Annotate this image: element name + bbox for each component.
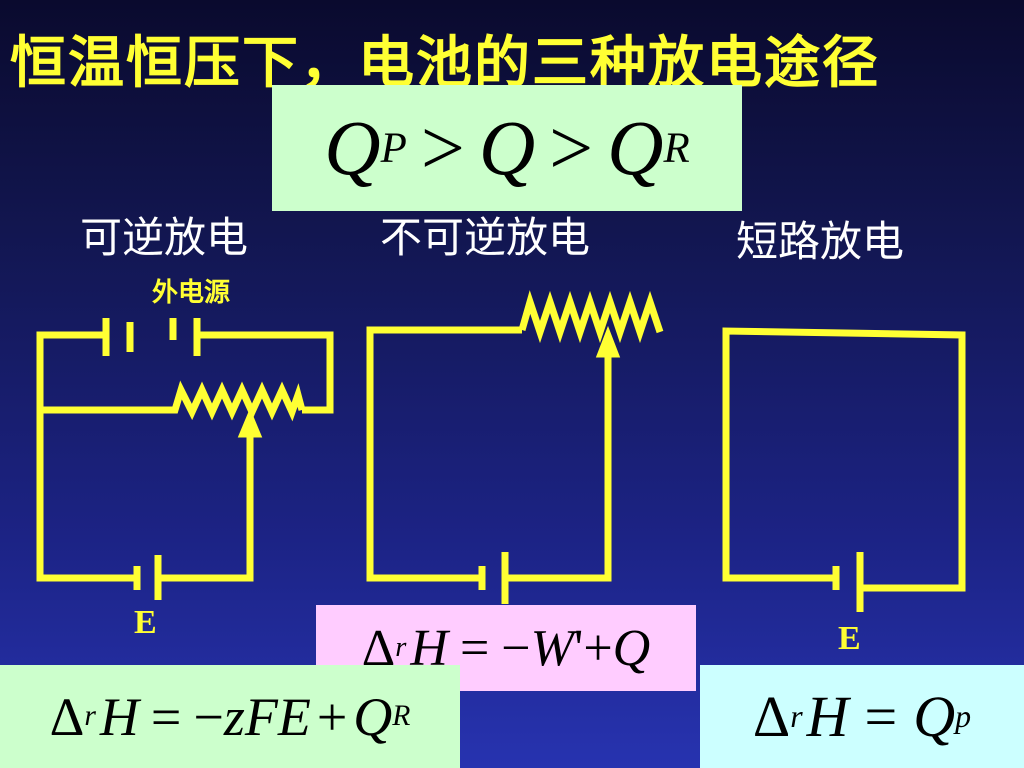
battery-label-short: E (838, 620, 861, 657)
label-irreversible-discharge: 不可逆放电 (380, 213, 591, 262)
circuit-reversible (36, 318, 334, 600)
greater-than: > (420, 104, 465, 191)
rheostat (40, 380, 306, 422)
q-symbol: Q (607, 104, 664, 191)
subscript-r: R (663, 124, 690, 172)
label-reversible-discharge: 可逆放电 (80, 213, 249, 262)
wire (160, 436, 254, 582)
label-external-source: 外电源 (152, 278, 231, 308)
circuit-irreversible (366, 290, 664, 604)
wire (722, 327, 966, 592)
subscript-p: P (380, 124, 407, 172)
q-symbol: Q (324, 104, 381, 191)
label-short-circuit-discharge: 短路放电 (736, 217, 905, 266)
slider-arrow (595, 325, 621, 358)
wire (36, 331, 137, 582)
q-symbol: Q (478, 104, 536, 191)
rheostat (518, 290, 664, 344)
wire (507, 356, 612, 582)
greater-than: > (549, 104, 594, 191)
circuit-short (722, 327, 966, 612)
slider-arrow (237, 408, 263, 438)
battery-label-reversible: E (134, 604, 157, 641)
wire (199, 331, 334, 414)
wire (366, 326, 522, 582)
